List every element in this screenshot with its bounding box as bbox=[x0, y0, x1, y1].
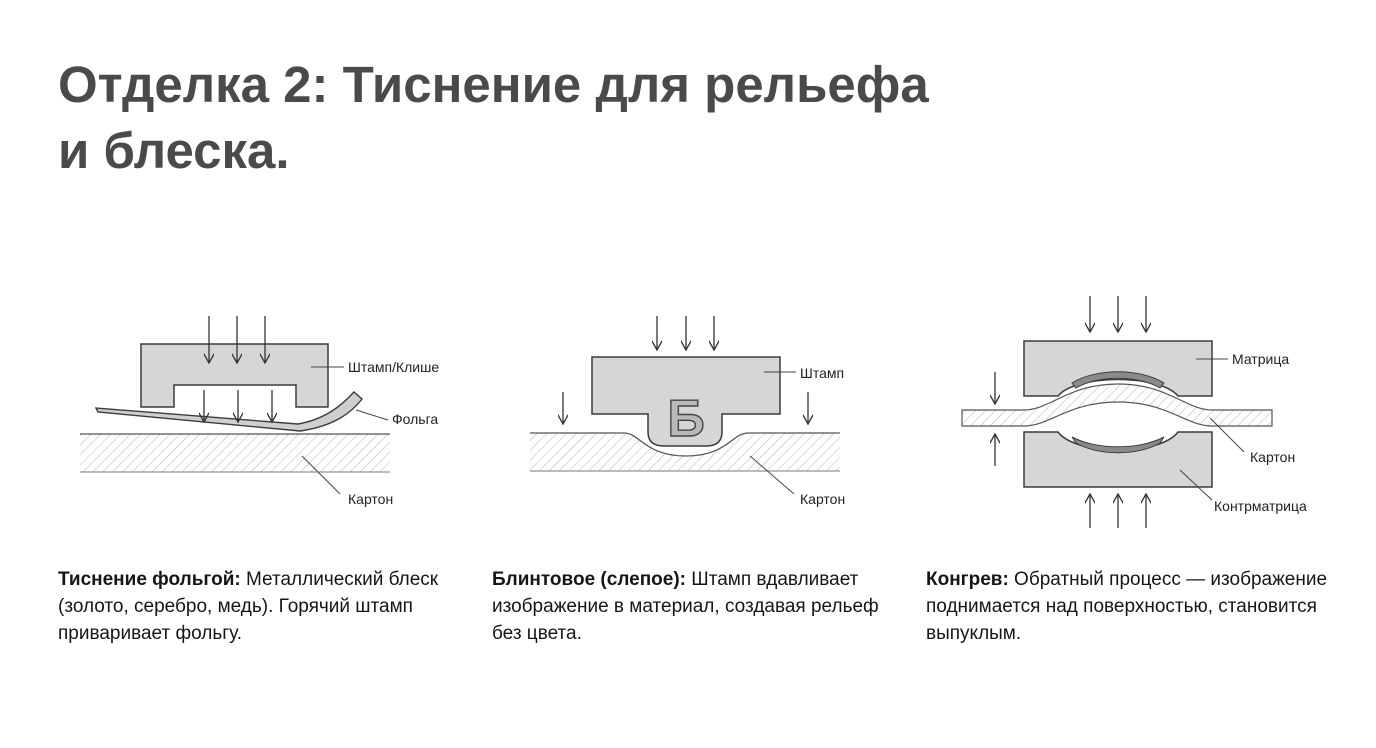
caption-title: Блинтовое (слепое): bbox=[492, 569, 687, 590]
caption-text: Штамп вдавливает изображение в материал,… bbox=[492, 569, 879, 644]
caption-blind-embossing: Блинтовое (слепое): Штамп вдавливает изо… bbox=[492, 566, 912, 647]
stamp-cliche bbox=[140, 343, 329, 408]
counter-die bbox=[1023, 431, 1213, 488]
stamp-letter: Б bbox=[667, 390, 704, 448]
pressure-arrows bbox=[995, 296, 1146, 528]
pressure-arrows bbox=[563, 316, 808, 423]
caption-text: Обратный процесс — изображение поднимает… bbox=[926, 569, 1328, 644]
stamp bbox=[591, 356, 781, 447]
label-board: Картон bbox=[348, 491, 393, 507]
caption-text: Металлический блеск (золото, серебро, ме… bbox=[58, 569, 439, 644]
die-top bbox=[1023, 340, 1213, 397]
label-stamp-cliche: Штамп/Клише bbox=[348, 359, 439, 375]
foil-sheet bbox=[94, 391, 363, 432]
pressure-arrows bbox=[204, 316, 272, 421]
caption-title: Тиснение фольгой: bbox=[58, 569, 241, 590]
label-die: Матрица bbox=[1232, 351, 1289, 367]
blind-embossing-diagram: Б Штамп Картон bbox=[530, 316, 845, 507]
label-stamp: Штамп bbox=[800, 365, 844, 381]
page-title-line-2: и блеска. bbox=[58, 122, 290, 179]
caption-embossing: Конгрев: Обратный процесс — изображение … bbox=[926, 566, 1346, 647]
page-title-line-1: Отделка 2: Тиснение для рельефа bbox=[58, 56, 929, 113]
label-foil: Фольга bbox=[392, 411, 438, 427]
label-counter-die: Контрматрица bbox=[1214, 498, 1307, 514]
board-layer bbox=[80, 434, 390, 472]
embossing-diagram: Матрица Картон Контрматрица bbox=[961, 296, 1307, 528]
foil-stamping-diagram: Штамп/Клише Фольга Картон bbox=[80, 316, 439, 507]
caption-foil-stamping: Тиснение фольгой: Металлический блеск (з… bbox=[58, 566, 478, 647]
label-board: Картон bbox=[1250, 449, 1295, 465]
board-layer bbox=[530, 433, 840, 471]
caption-title: Конгрев: bbox=[926, 569, 1009, 590]
label-board: Картон bbox=[800, 491, 845, 507]
board-layer bbox=[961, 383, 1273, 427]
page-title: Отделка 2: Тиснение для рельефа и блеска… bbox=[58, 52, 1038, 184]
